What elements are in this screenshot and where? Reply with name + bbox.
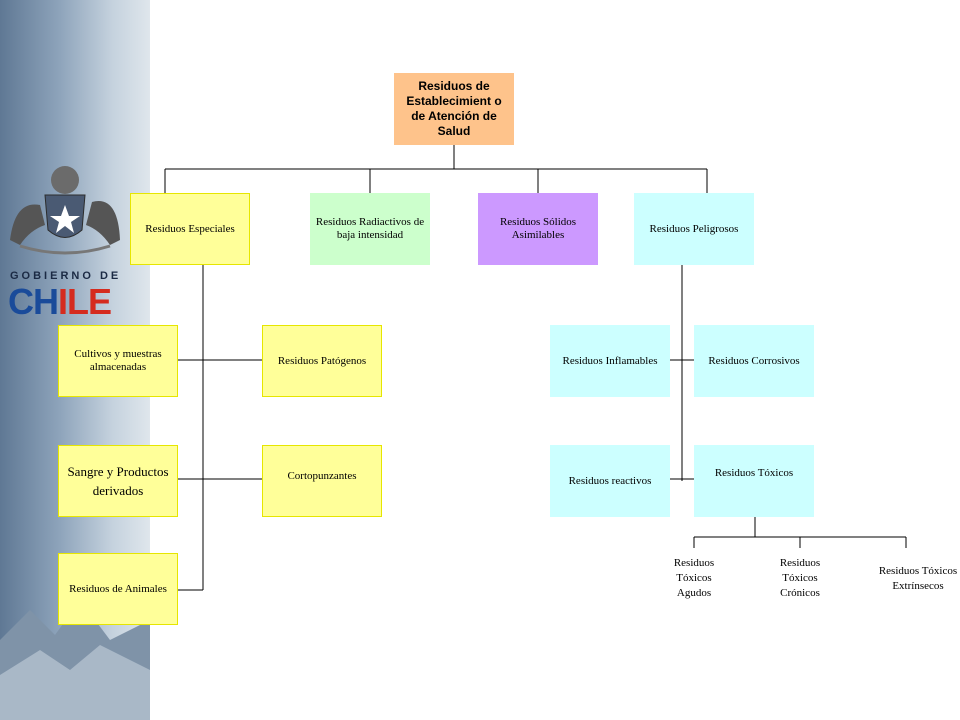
node-especiales: Residuos Especiales <box>130 193 250 265</box>
node-patogenos: Residuos Patógenos <box>262 325 382 397</box>
node-corrosivos: Residuos Corrosivos <box>694 325 814 397</box>
node-cortopunzantes-label: Cortopunzantes <box>287 470 357 482</box>
node-sangre-label: Sangre y Productos derivados <box>67 464 169 498</box>
coat-of-arms-icon <box>10 166 120 255</box>
node-toxicos: Residuos Tóxicos <box>694 445 814 517</box>
node-inflamables: Residuos Inflamables <box>550 325 670 397</box>
node-cultivos: Cultivos y muestras almacenadas <box>58 325 178 397</box>
node-animales: Residuos de Animales <box>58 553 178 625</box>
root-node: Residuos de Establecimient o de Atención… <box>394 73 514 145</box>
chile-logo-red: ILE <box>58 281 112 322</box>
node-animales-label: Residuos de Animales <box>69 582 167 595</box>
node-toxicos-cronicos: Residuos Tóxicos Crónicos <box>779 557 821 599</box>
root-node-label: Residuos de Establecimient o de Atención… <box>406 79 502 138</box>
node-radiactivos-label: Residuos Radiactivos de baja intensidad <box>315 216 425 241</box>
node-patogenos-label: Residuos Patógenos <box>277 354 367 367</box>
node-peligrosos: Residuos Peligrosos <box>634 193 754 265</box>
chile-logo: CHILE <box>8 281 112 322</box>
node-solidos-label: Residuos Sólidos Asimilables <box>499 216 577 241</box>
node-peligrosos-label: Residuos Peligrosos <box>649 222 739 235</box>
node-reactivos: Residuos reactivos <box>550 445 670 517</box>
node-sangre: Sangre y Productos derivados <box>58 445 178 517</box>
node-radiactivos: Residuos Radiactivos de baja intensidad <box>310 193 430 265</box>
node-solidos: Residuos Sólidos Asimilables <box>478 193 598 265</box>
node-corrosivos-label: Residuos Corrosivos <box>708 354 800 367</box>
node-toxicos-label: Residuos Tóxicos <box>714 467 794 479</box>
gobierno-label: GOBIERNO DE <box>10 270 122 282</box>
node-inflamables-label: Residuos Inflamables <box>562 354 658 367</box>
node-cortopunzantes: Cortopunzantes <box>262 445 382 517</box>
node-especiales-label: Residuos Especiales <box>145 222 235 235</box>
mountains-decoration <box>0 600 150 720</box>
node-toxicos-agudos: Residuos Tóxicos Agudos <box>673 557 715 599</box>
chile-logo-blue: CH <box>8 281 59 322</box>
node-reactivos-label: Residuos reactivos <box>568 474 652 487</box>
node-toxicos-extrinsecos: Residuos Tóxicos Extrínsecos <box>878 565 958 592</box>
node-cultivos-label: Cultivos y muestras almacenadas <box>74 348 162 373</box>
